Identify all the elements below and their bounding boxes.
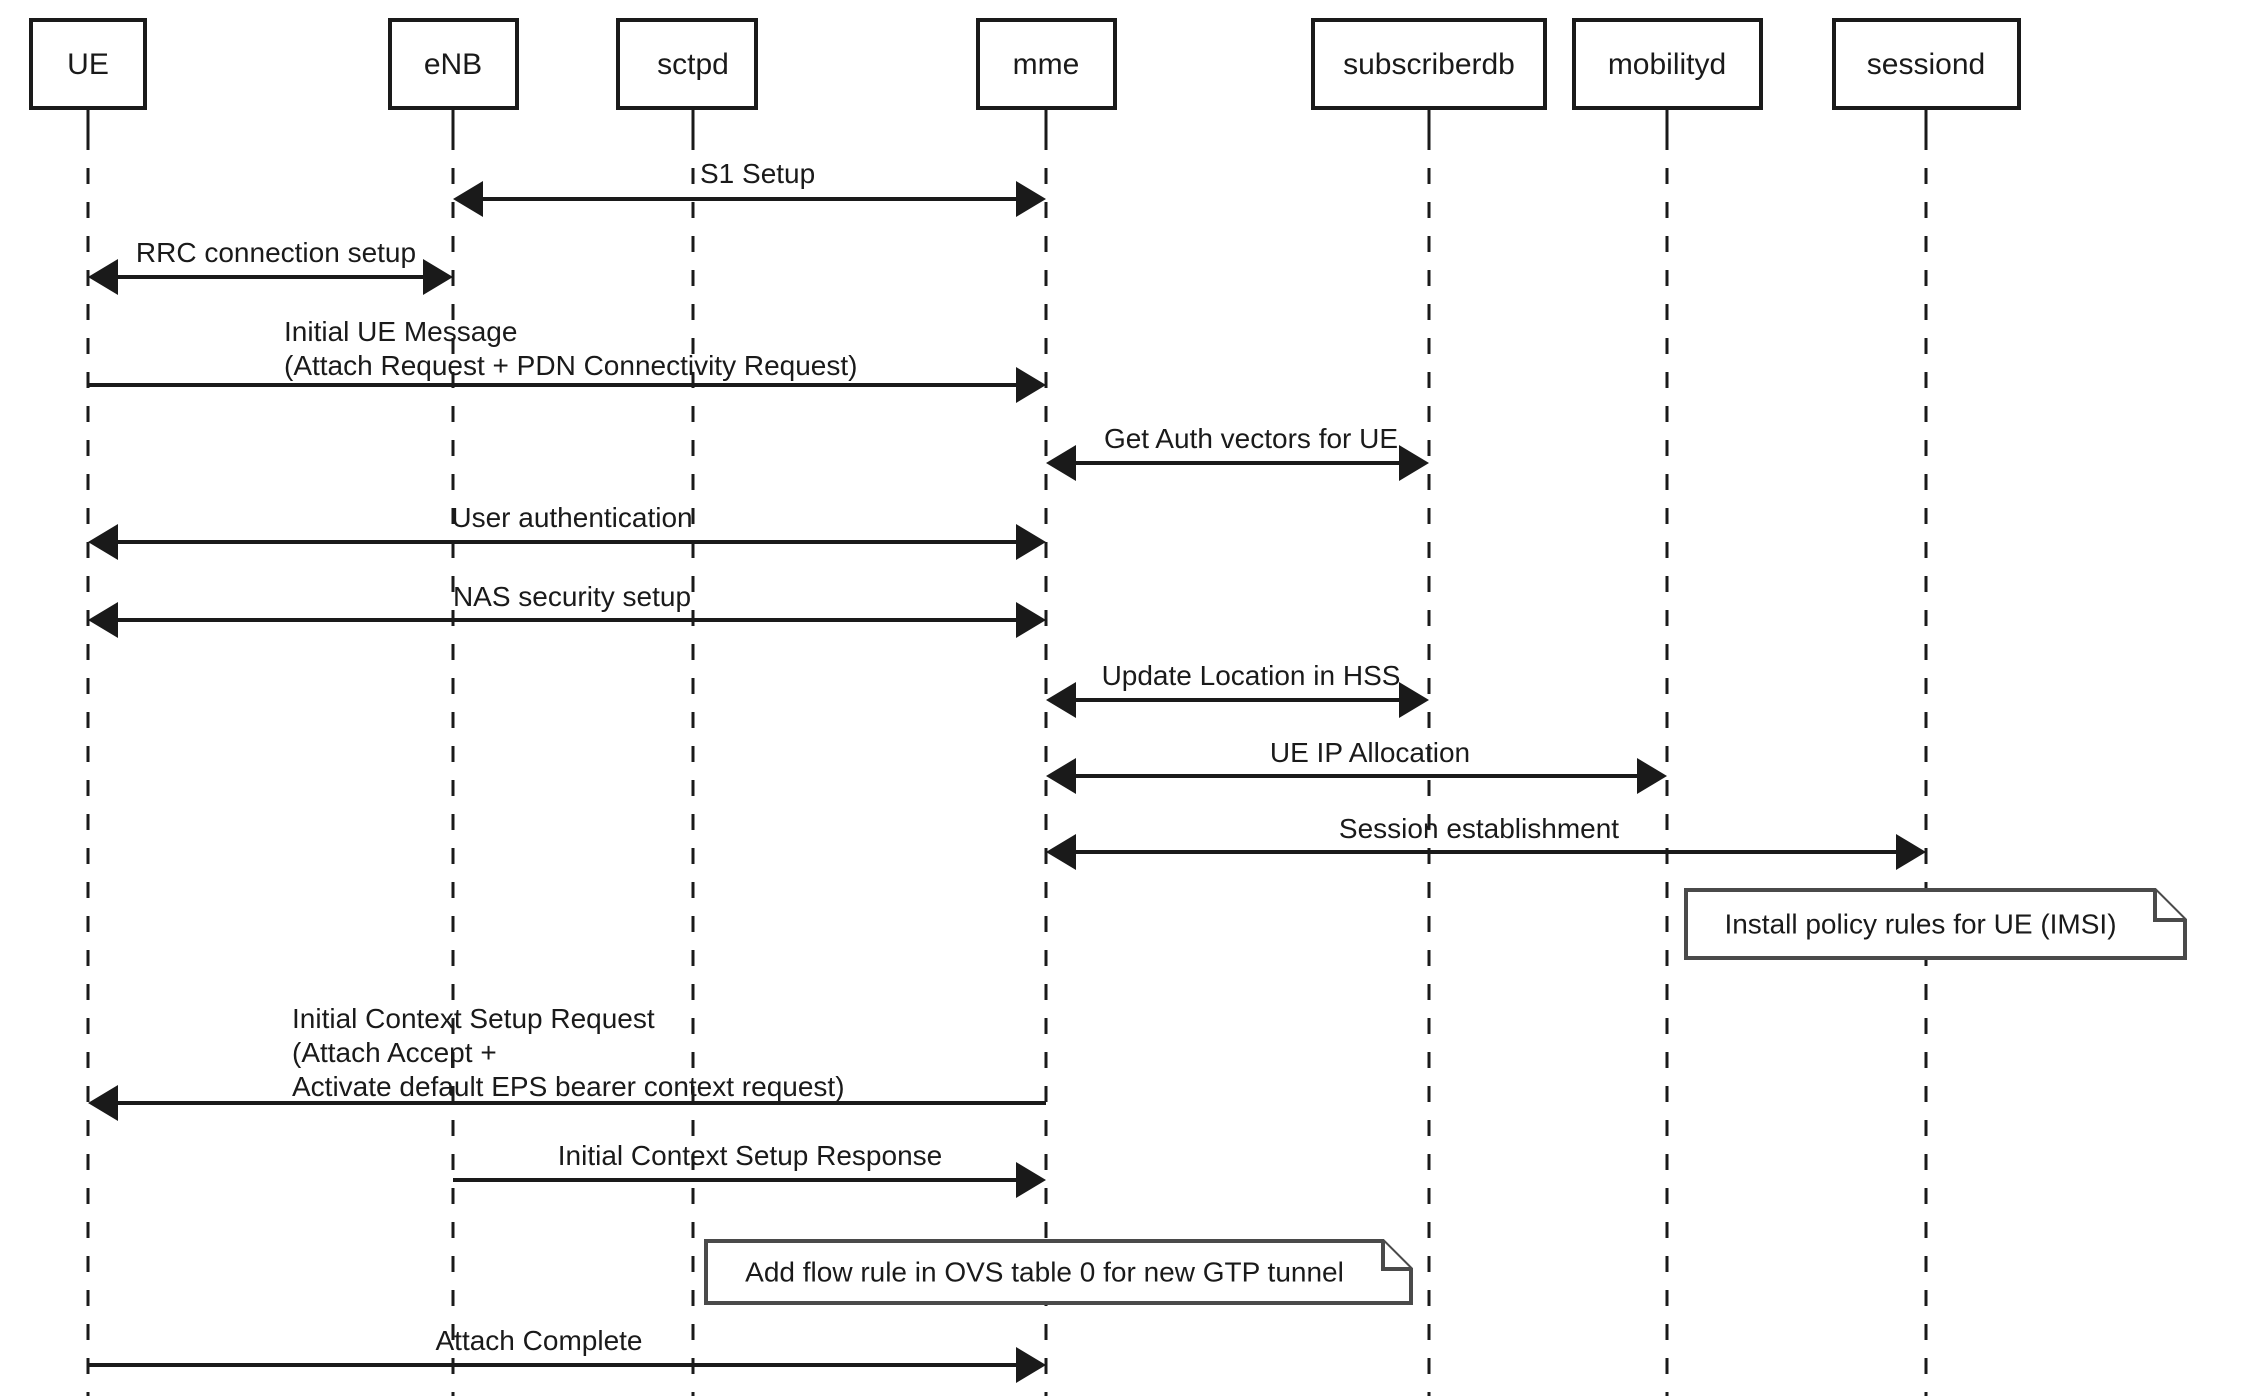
note-body-add-flow-rule-ovs: [704, 1239, 1413, 1305]
participant-label-sctpd: sctpd: [657, 48, 729, 81]
arrowhead-left-icon-s1-setup: [453, 181, 483, 217]
arrowhead-left-icon-rrc-connection-setup: [88, 259, 118, 295]
message-nas-security-setup[interactable]: NAS security setup: [88, 581, 1046, 638]
message-get-auth-vectors[interactable]: Get Auth vectors for UE: [1046, 423, 1429, 481]
message-label-nas-security-setup: NAS security setup: [453, 581, 691, 612]
message-label-get-auth-vectors: Get Auth vectors for UE: [1104, 423, 1398, 454]
participant-box-sessiond[interactable]: sessiond: [1832, 18, 2021, 110]
arrowhead-right-icon-initial-ue-message: [1016, 367, 1046, 403]
arrowhead-left-icon-initial-context-setup-request: [88, 1085, 118, 1121]
participant-box-enb[interactable]: eNB: [388, 18, 519, 110]
arrowhead-left-icon-nas-security-setup: [88, 602, 118, 638]
participant-box-rect-enb: [388, 18, 519, 110]
participant-box-rect-ue: [29, 18, 147, 110]
arrowhead-left-icon-ue-ip-allocation: [1046, 758, 1076, 794]
participant-box-rect-sessiond: [1832, 18, 2021, 110]
arrowhead-right-icon-attach-complete: [1016, 1347, 1046, 1383]
message-rrc-connection-setup[interactable]: RRC connection setup: [88, 237, 453, 295]
message-label-user-authentication: User authentication: [451, 502, 692, 533]
arrowhead-right-icon-rrc-connection-setup: [423, 259, 453, 295]
message-label-rrc-connection-setup: RRC connection setup: [136, 237, 416, 268]
participant-box-ue[interactable]: UE: [29, 18, 147, 110]
lifelines-layer: [86, 108, 1928, 1396]
arrowhead-right-icon-s1-setup: [1016, 181, 1046, 217]
message-ue-ip-allocation[interactable]: UE IP Allocation: [1046, 737, 1667, 794]
arrowhead-left-icon-update-location-hss: [1046, 682, 1076, 718]
message-initial-ue-message[interactable]: Initial UE Message(Attach Request + PDN …: [88, 316, 1046, 403]
arrowhead-right-icon-get-auth-vectors: [1399, 445, 1429, 481]
arrowhead-left-icon-get-auth-vectors: [1046, 445, 1076, 481]
note-label-install-policy-rules: Install policy rules for UE (IMSI): [1724, 908, 2116, 939]
message-label-initial-context-setup-request: Initial Context Setup Request(Attach Acc…: [292, 1003, 845, 1102]
message-s1-setup[interactable]: S1 Setup: [453, 158, 1046, 217]
arrowhead-left-icon-user-authentication: [88, 524, 118, 560]
message-user-authentication[interactable]: User authentication: [88, 502, 1046, 560]
participant-box-mme[interactable]: mme: [976, 18, 1117, 110]
participant-boxes-layer: UE eNB sctpd mme subscriberdb mobilityd sessio…: [29, 18, 2021, 110]
participant-label-mme: mme: [1013, 48, 1080, 81]
message-initial-context-setup-response[interactable]: Initial Context Setup Response: [453, 1140, 1046, 1198]
message-label-attach-complete: Attach Complete: [436, 1325, 643, 1356]
message-label-update-location-hss: Update Location in HSS: [1102, 660, 1401, 691]
message-label-initial-ue-message: Initial UE Message(Attach Request + PDN …: [284, 316, 857, 381]
arrowhead-right-icon-session-establishment: [1896, 834, 1926, 870]
participant-label-mobilityd: mobilityd: [1608, 48, 1726, 81]
note-fold-corner-icon-add-flow-rule-ovs: [1381, 1241, 1411, 1271]
participant-box-rect-mme: [976, 18, 1117, 110]
participant-box-rect-sctpd: [616, 18, 758, 110]
arrowhead-left-icon-session-establishment: [1046, 834, 1076, 870]
participant-box-rect-mobilityd: [1572, 18, 1763, 110]
participant-box-sctpd[interactable]: sctpd: [616, 18, 758, 110]
message-session-establishment[interactable]: Session establishment: [1046, 813, 1926, 870]
notes-layer: Install policy rules for UE (IMSI) Add fl…: [704, 888, 2187, 1305]
message-label-initial-context-setup-response: Initial Context Setup Response: [558, 1140, 942, 1171]
message-label-ue-ip-allocation: UE IP Allocation: [1270, 737, 1470, 768]
message-label-session-establishment: Session establishment: [1339, 813, 1619, 844]
arrowhead-right-icon-user-authentication: [1016, 524, 1046, 560]
participant-label-enb: eNB: [424, 48, 482, 81]
arrowhead-right-icon-nas-security-setup: [1016, 602, 1046, 638]
message-initial-context-setup-request[interactable]: Initial Context Setup Request(Attach Acc…: [88, 1003, 1046, 1121]
message-attach-complete[interactable]: Attach Complete: [88, 1325, 1046, 1383]
arrowhead-right-icon-update-location-hss: [1399, 682, 1429, 718]
participant-box-subscriberdb[interactable]: subscriberdb: [1311, 18, 1547, 110]
arrowhead-right-icon-initial-context-setup-response: [1016, 1162, 1046, 1198]
message-update-location-hss[interactable]: Update Location in HSS: [1046, 660, 1429, 718]
participant-label-sessiond: sessiond: [1867, 48, 1985, 81]
participant-box-rect-subscriberdb: [1311, 18, 1547, 110]
note-label-add-flow-rule-ovs: Add flow rule in OVS table 0 for new GTP…: [745, 1256, 1344, 1287]
note-body-install-policy-rules: [1684, 888, 2187, 960]
note-install-policy-rules[interactable]: Install policy rules for UE (IMSI): [1684, 888, 2187, 960]
note-fold-corner-icon-install-policy-rules: [2153, 890, 2185, 922]
participant-box-mobilityd[interactable]: mobilityd: [1572, 18, 1763, 110]
arrowhead-right-icon-ue-ip-allocation: [1637, 758, 1667, 794]
participant-label-subscriberdb: subscriberdb: [1343, 48, 1515, 81]
participant-label-ue: UE: [67, 48, 109, 81]
message-label-s1-setup: S1 Setup: [700, 158, 815, 189]
note-add-flow-rule-ovs[interactable]: Add flow rule in OVS table 0 for new GTP…: [704, 1239, 1413, 1305]
